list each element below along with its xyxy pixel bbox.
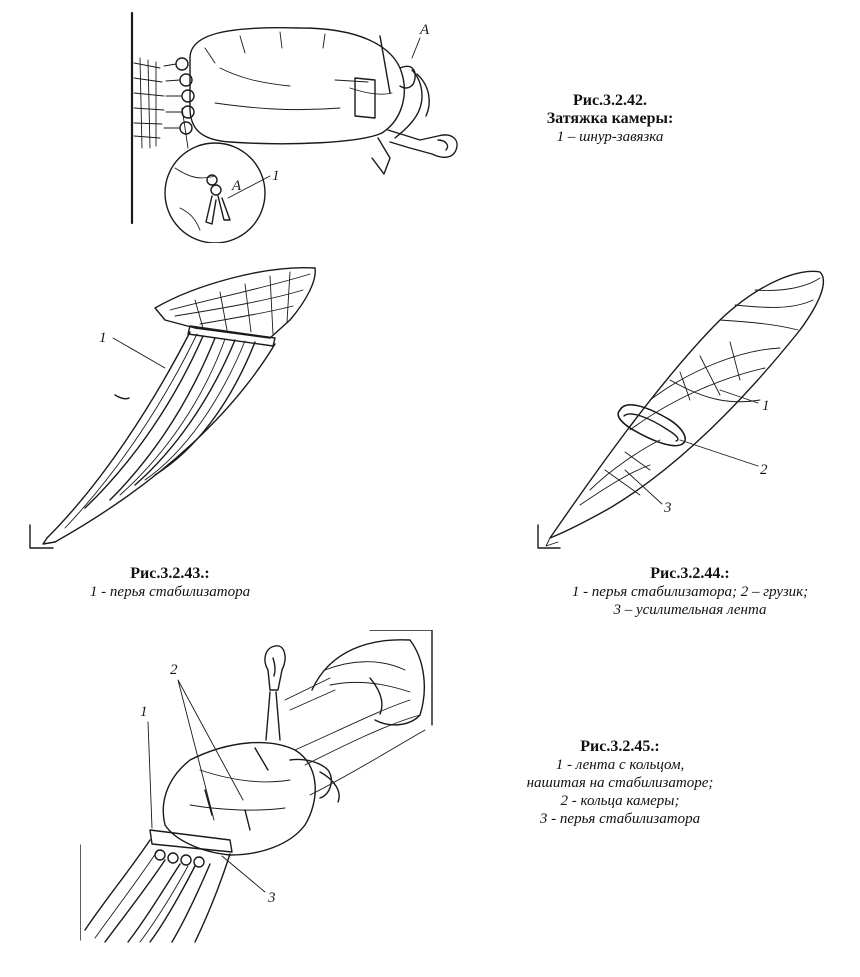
stabilizer-feathers-drawing: 1 xyxy=(29,267,316,549)
callout-a-inset: А xyxy=(231,178,242,194)
callout-1: 1 xyxy=(762,398,770,414)
stabilizer-weight-drawing: 1 2 3 xyxy=(537,270,824,549)
tie-cord xyxy=(289,758,340,803)
packed-stabilizer xyxy=(549,270,824,539)
stabilizer-ring-tape-drawing: 2 1 3 xyxy=(80,630,433,943)
figure-3-2-45-legend-3: 2 - кольца камеры; xyxy=(560,793,680,809)
callout-1: 1 xyxy=(272,168,280,184)
figure-3-2-43-drawing: 1 xyxy=(25,260,325,560)
figure-3-2-44-legend-2: 3 – усилительная лента xyxy=(613,602,767,618)
weight-ring xyxy=(617,404,686,447)
canopy-folds xyxy=(311,639,425,726)
callout-1: 1 xyxy=(140,704,148,720)
camera-bag-packed xyxy=(162,699,426,856)
figure-3-2-44-drawing: 1 2 3 xyxy=(530,260,840,560)
callout-2: 2 xyxy=(760,462,768,478)
callout-2: 2 xyxy=(170,662,178,678)
fabric-folds xyxy=(133,57,165,149)
stabilizer-feathers xyxy=(42,331,276,545)
figure-3-2-42-drawing: А А 1 xyxy=(120,8,480,243)
carabiner-hook xyxy=(371,129,458,175)
callout-3: 3 xyxy=(267,890,276,906)
figure-3-2-45-caption: Рис.3.2.45.: 1 - лента с кольцом, нашита… xyxy=(490,738,750,828)
figure-3-2-43-legend-1: 1 - перья стабилизатора xyxy=(89,584,251,600)
carabiner-hook xyxy=(264,645,286,741)
detail-inset-circle xyxy=(164,107,271,243)
figure-3-2-45-legend-1: 1 - лента с кольцом, xyxy=(555,757,685,773)
figure-3-2-42-title: Рис.3.2.42. xyxy=(572,92,648,109)
callout-3: 3 xyxy=(663,500,672,516)
figure-3-2-45-drawing: 2 1 3 xyxy=(80,630,440,945)
figure-3-2-42-caption: Рис.3.2.42. Затяжка камеры: 1 – шнур-зав… xyxy=(512,92,708,146)
callout-1: 1 xyxy=(99,330,107,346)
figure-3-2-44-title: Рис.3.2.44.: xyxy=(650,565,730,582)
stabilizer-feathers xyxy=(84,839,231,943)
figure-3-2-42-legend-1: 1 – шнур-завязка xyxy=(556,129,664,145)
figure-3-2-45-title: Рис.3.2.45.: xyxy=(580,738,660,755)
callout-a-top: А xyxy=(419,22,430,38)
figure-3-2-43-title: Рис.3.2.43.: xyxy=(130,565,210,582)
stabilizer-canopy xyxy=(154,267,316,347)
ring-tape xyxy=(149,829,233,868)
loop-chain xyxy=(163,57,195,135)
figure-3-2-44-caption: Рис.3.2.44.: 1 - перья стабилизатора; 2 … xyxy=(530,565,850,619)
figure-3-2-43-caption: Рис.3.2.43.: 1 - перья стабилизатора xyxy=(60,565,280,601)
figure-3-2-45-legend-2: нашитая на стабилизаторе; xyxy=(526,775,714,791)
figure-3-2-44-legend-1: 1 - перья стабилизатора; 2 – грузик; xyxy=(571,584,809,600)
camera-tightening-drawing: А А 1 xyxy=(130,11,458,243)
camera-bag xyxy=(189,26,405,145)
gathered-top xyxy=(394,65,430,139)
figure-3-2-42-subtitle: Затяжка камеры: xyxy=(546,110,674,127)
figure-3-2-45-legend-4: 3 - перья стабилизатора xyxy=(539,811,701,827)
